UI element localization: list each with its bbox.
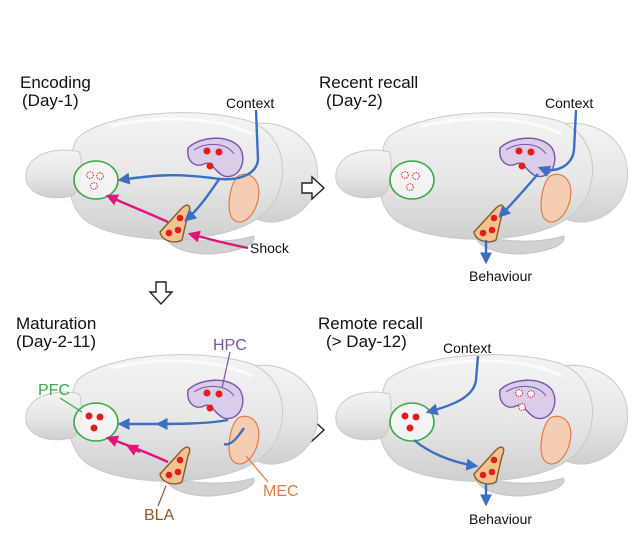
hpc-region bbox=[499, 379, 556, 420]
panel-recent-title: Recent recall (Day-2) bbox=[319, 73, 418, 110]
active-engram-cell bbox=[490, 456, 498, 464]
mec-leader-line bbox=[245, 455, 269, 483]
active-engram-cell bbox=[165, 471, 173, 479]
active-engram-cell bbox=[96, 413, 104, 421]
silent-engram-cell bbox=[515, 389, 523, 397]
panel-maturation-title: Maturation (Day-2-11) bbox=[16, 314, 96, 351]
hpc-to-bla-arrow bbox=[184, 177, 221, 222]
panel-remote-title: Remote recall (> Day-12) bbox=[318, 314, 423, 351]
active-engram-cell bbox=[412, 413, 420, 421]
hpc-label: HPC bbox=[213, 337, 247, 354]
active-engram-cell bbox=[515, 147, 523, 155]
active-engram-cell bbox=[518, 162, 526, 170]
active-engram-cell bbox=[215, 390, 223, 398]
panel-encoding-title: Encoding (Day-1) bbox=[20, 73, 91, 110]
transition-arrow-down bbox=[148, 281, 174, 306]
silent-engram-cell bbox=[401, 171, 409, 179]
hpc-leader-line bbox=[221, 351, 231, 389]
remote-title: Remote recall bbox=[318, 314, 423, 333]
active-engram-cell bbox=[488, 226, 496, 234]
bla-label: BLA bbox=[144, 507, 175, 524]
pfc-region bbox=[389, 160, 435, 200]
pfc-leader-line bbox=[59, 397, 83, 413]
active-engram-cell bbox=[406, 424, 414, 432]
recent-title: Recent recall bbox=[319, 73, 418, 92]
silent-engram-cell bbox=[90, 182, 98, 190]
hpc-to-pfc-arrow bbox=[117, 418, 229, 430]
panel-encoding: Context Shock bbox=[24, 95, 320, 256]
shock-arrow bbox=[187, 230, 249, 250]
bla-leader-line bbox=[157, 485, 167, 507]
mec-region bbox=[228, 173, 260, 223]
active-engram-cell bbox=[215, 148, 223, 156]
shock-label: Shock bbox=[250, 240, 290, 256]
active-engram-cell bbox=[203, 147, 211, 155]
recent-subtitle: (Day-2) bbox=[326, 91, 383, 110]
active-engram-cell bbox=[203, 389, 211, 397]
silent-engram-cell bbox=[518, 403, 526, 411]
encoding-subtitle: (Day-1) bbox=[22, 91, 79, 110]
active-engram-cell bbox=[479, 229, 487, 237]
mec-region bbox=[540, 173, 572, 223]
silent-engram-cell bbox=[96, 172, 104, 180]
behaviour-label: Behaviour bbox=[469, 511, 532, 527]
active-engram-cell bbox=[176, 214, 184, 222]
active-engram-cell bbox=[174, 226, 182, 234]
active-engram-cell bbox=[165, 229, 173, 237]
silent-engram-cell bbox=[86, 171, 94, 179]
active-engram-cell bbox=[488, 468, 496, 476]
active-engram-cell bbox=[206, 162, 214, 170]
context-to-pfc-arrow bbox=[117, 109, 260, 185]
silent-engram-cell bbox=[406, 183, 414, 191]
mec-region bbox=[228, 415, 260, 465]
panel-remote: Context Behaviour bbox=[334, 340, 630, 527]
active-engram-cell bbox=[479, 471, 487, 479]
context-label: Context bbox=[545, 95, 593, 111]
active-engram-cell bbox=[176, 456, 184, 464]
transition-arrow-right-top bbox=[301, 175, 326, 201]
silent-engram-cell bbox=[412, 172, 420, 180]
pfc-to-bla-arrow bbox=[413, 439, 479, 471]
mec-label: MEC bbox=[263, 483, 299, 500]
active-engram-cell bbox=[401, 412, 409, 420]
context-to-hpc-arrow bbox=[537, 109, 578, 177]
bla-to-pfc-arrow-mid bbox=[125, 444, 141, 456]
hpc-loop bbox=[223, 427, 245, 446]
maturation-title: Maturation bbox=[16, 314, 96, 333]
panel-maturation: HPC PFC BLA MEC bbox=[24, 337, 320, 524]
active-engram-cell bbox=[527, 148, 535, 156]
active-engram-cell bbox=[490, 214, 498, 222]
remote-subtitle: (> Day-12) bbox=[326, 332, 407, 351]
bla-to-pfc-arrow bbox=[105, 194, 169, 224]
context-to-pfc-arrow bbox=[425, 355, 480, 416]
hpc-region bbox=[187, 137, 244, 178]
panel-recent: Context Behaviour bbox=[334, 95, 630, 284]
active-engram-cell bbox=[85, 412, 93, 420]
hpc-to-bla-arrow bbox=[498, 173, 539, 218]
behaviour-label: Behaviour bbox=[469, 268, 532, 284]
silent-engram-cell bbox=[527, 390, 535, 398]
mec-region bbox=[540, 415, 572, 465]
pfc-region bbox=[73, 160, 119, 200]
active-engram-cell bbox=[90, 424, 98, 432]
pfc-region bbox=[73, 402, 119, 442]
pfc-label: PFC bbox=[38, 382, 70, 399]
context-label: Context bbox=[443, 340, 491, 356]
encoding-title: Encoding bbox=[20, 73, 91, 92]
active-engram-cell bbox=[174, 468, 182, 476]
context-label: Context bbox=[226, 95, 274, 111]
active-engram-cell bbox=[206, 404, 214, 412]
pfc-region bbox=[389, 402, 435, 442]
maturation-subtitle: (Day-2-11) bbox=[16, 332, 96, 351]
